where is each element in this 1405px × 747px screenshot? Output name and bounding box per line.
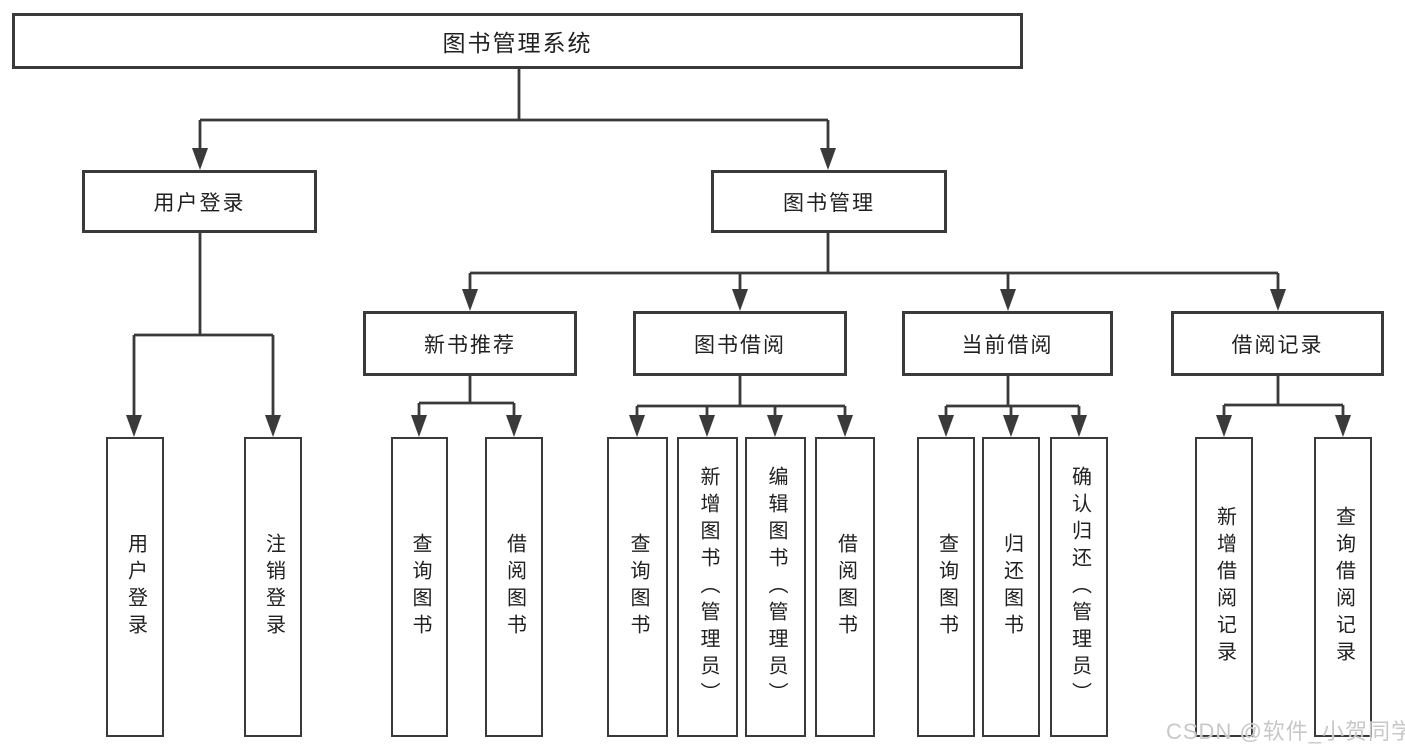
node-root-label: 图书管理系统 (442, 30, 593, 56)
leaf-return-books-label: 归还图书 (1000, 533, 1023, 641)
leaf-logout-login: 注销登录 (244, 437, 302, 737)
arrowhead (506, 415, 522, 437)
leaf-query-books-current: 查询图书 (917, 437, 975, 737)
node-book-management-label: 图书管理 (783, 191, 875, 215)
leaf-query-books-recommend-label: 查询图书 (409, 533, 431, 641)
arrowhead (837, 415, 853, 437)
arrowhead (126, 415, 142, 437)
arrowhead (192, 148, 208, 170)
leaf-confirm-return-admin: 确认归还（管理员） (1050, 437, 1108, 737)
leaf-borrow-books-recommend: 借阅图书 (485, 437, 543, 737)
arrowhead (1216, 415, 1232, 437)
node-user-login-label: 用户登录 (153, 191, 246, 215)
leaf-user-login-label: 用户登录 (124, 533, 147, 641)
node-user-login: 用户登录 (82, 170, 317, 233)
node-current-borrowing-label: 当前借阅 (961, 333, 1054, 357)
node-borrowing-records: 借阅记录 (1171, 311, 1384, 376)
arrowhead (699, 415, 715, 437)
arrowhead (1000, 289, 1016, 311)
node-root: 图书管理系统 (12, 13, 1023, 69)
arrowhead (938, 415, 954, 437)
leaf-add-books-admin: 新增图书（管理员） (677, 437, 738, 737)
leaf-query-books-recommend: 查询图书 (391, 437, 448, 737)
leaf-query-books-borrow: 查询图书 (607, 437, 668, 737)
leaf-return-books: 归还图书 (982, 437, 1040, 737)
leaf-confirm-return-admin-label: 确认归还（管理员） (1068, 465, 1091, 709)
node-book-borrowing-label: 图书借阅 (694, 333, 786, 357)
leaf-query-books-borrow-label: 查询图书 (627, 533, 649, 641)
arrowhead (462, 289, 478, 311)
leaf-borrow-books: 借阅图书 (815, 437, 875, 737)
leaf-borrow-books-recommend-label: 借阅图书 (503, 533, 526, 641)
arrowhead (1270, 289, 1286, 311)
node-book-borrowing: 图书借阅 (633, 311, 847, 376)
node-book-management: 图书管理 (711, 170, 947, 233)
leaf-user-login: 用户登录 (106, 437, 164, 737)
arrowhead (265, 415, 281, 437)
arrowhead (1071, 415, 1087, 437)
arrowhead (1335, 415, 1351, 437)
leaf-edit-books-admin: 编辑图书（管理员） (745, 437, 806, 737)
leaf-borrow-books-label: 借阅图书 (834, 533, 857, 641)
arrowhead (767, 415, 783, 437)
node-new-book-recommendation: 新书推荐 (363, 311, 577, 376)
leaf-logout-login-label: 注销登录 (262, 533, 285, 641)
leaf-query-borrow-record: 查询借阅记录 (1314, 437, 1372, 737)
watermark: CSDN @软件_小贺同学 (1166, 719, 1405, 744)
leaf-add-borrow-record-label: 新增借阅记录 (1213, 506, 1236, 668)
leaf-edit-books-admin-label: 编辑图书（管理员） (765, 465, 787, 709)
leaf-query-books-current-label: 查询图书 (935, 533, 958, 641)
arrowhead (629, 415, 645, 437)
arrowhead (1003, 415, 1019, 437)
arrowhead (732, 289, 748, 311)
arrowhead (820, 148, 836, 170)
node-borrowing-records-label: 借阅记录 (1231, 333, 1324, 357)
leaf-query-borrow-record-label: 查询借阅记录 (1332, 506, 1355, 668)
leaf-add-borrow-record: 新增借阅记录 (1195, 437, 1253, 737)
node-current-borrowing: 当前借阅 (902, 311, 1113, 376)
leaf-add-books-admin-label: 新增图书（管理员） (697, 465, 719, 709)
node-new-book-recommendation-label: 新书推荐 (424, 333, 516, 357)
arrowhead (411, 415, 427, 437)
